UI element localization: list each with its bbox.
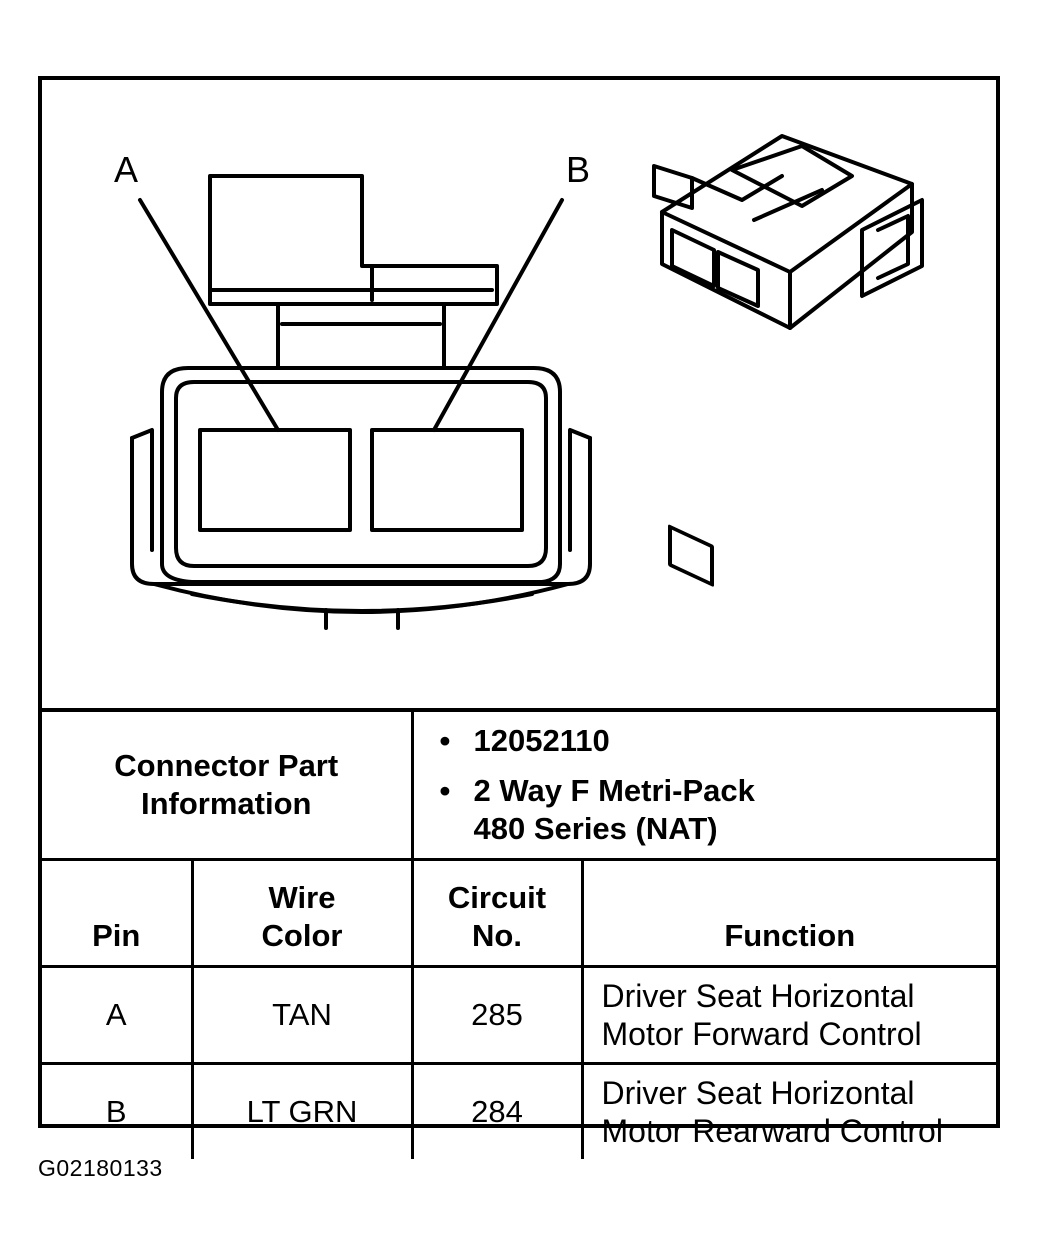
header-function: Function [580,858,996,968]
table-header-row: Pin Wire Color Circuit No. Function [42,858,996,968]
header-circuit-no: Circuit No. [410,858,584,968]
figure-code: G02180133 [38,1155,163,1181]
part-number: •12052110 [439,723,610,758]
connector-type: •2 Way F Metri-Pack [439,773,755,808]
connector-part-label: Connector Part Information [42,708,414,861]
function-cell: Driver Seat Horizontal Motor Rearward Co… [580,1062,996,1159]
table-row: B LT GRN 284 Driver Seat Horizontal Moto… [42,1062,996,1159]
connector-series: 480 Series (NAT) [473,811,718,846]
callout-b-label: B [566,149,591,190]
diagram-frame: A B Connector Part Information •12052110… [38,76,1000,1159]
callout-b-leader [432,198,564,432]
header-wire-color: Wire Color [190,858,414,968]
pin-cell: A [42,965,194,1065]
function-cell: Driver Seat Horizontal Motor Forward Con… [580,965,996,1065]
pin-cell: B [42,1062,194,1159]
pinout-table: Connector Part Information •12052110 •2 … [42,708,996,1159]
connector-perspective-view [652,134,924,587]
wire-color-cell: LT GRN [190,1062,414,1159]
cavity-b [370,428,524,532]
header-pin: Pin [42,858,194,968]
connector-part-info: •12052110 •2 Way F Metri-Pack 480 Series… [410,708,996,861]
callout-a-label: A [114,149,139,190]
connector-illustration [130,134,924,630]
cavity-a [198,428,352,532]
wire-color-cell: TAN [190,965,414,1065]
table-row: A TAN 285 Driver Seat Horizontal Motor F… [42,965,996,1065]
connector-drawing: A B [42,80,996,708]
callout-a-leader [138,198,280,432]
connector-latch [208,174,499,370]
circuit-cell: 284 [410,1062,584,1159]
connector-part-row: Connector Part Information •12052110 •2 … [42,708,996,861]
circuit-cell: 285 [410,965,584,1065]
connector-body-front [130,366,592,630]
